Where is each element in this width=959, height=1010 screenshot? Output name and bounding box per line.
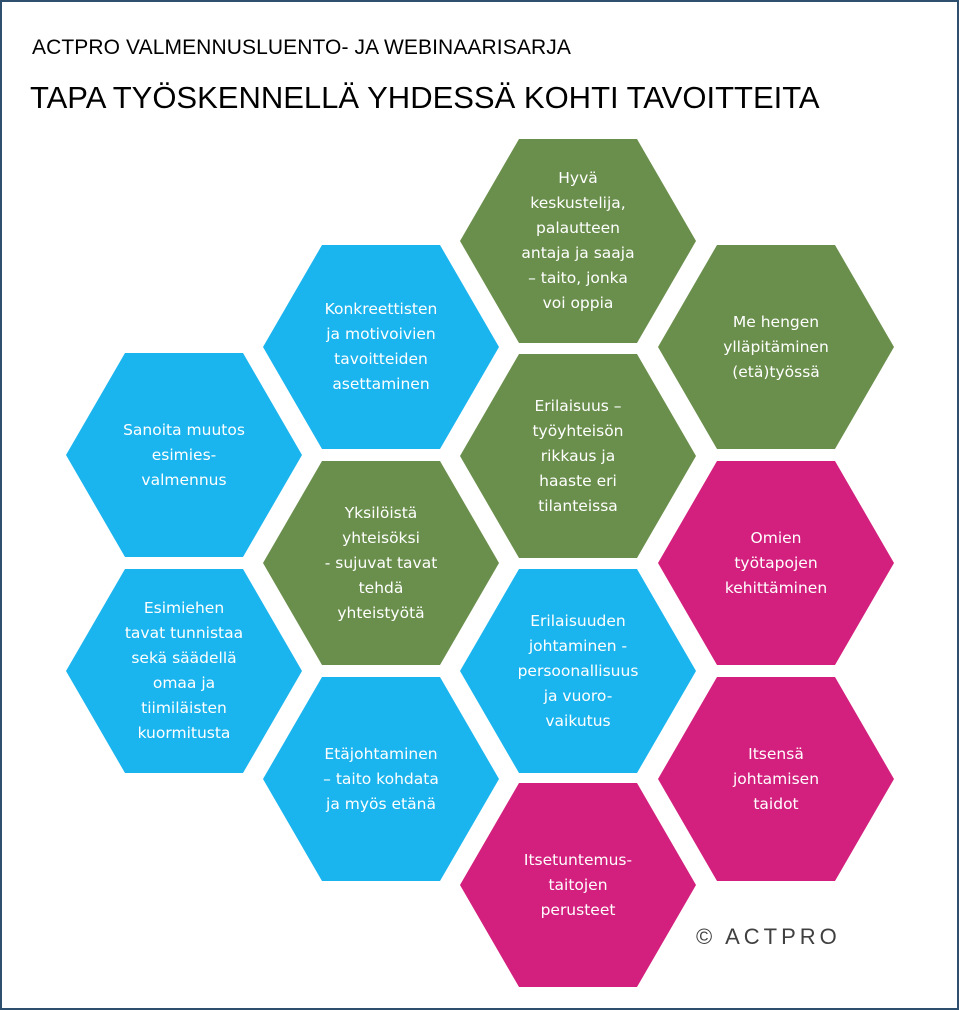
hexagon-me-hengen: Me hengen ylläpitäminen (etä)työssä xyxy=(658,245,894,449)
hexagon-itsensa-johtamisen: Itsensä johtamisen taidot xyxy=(658,677,894,881)
hexagon-etajohtaminen: Etäjohtaminen – taito kohdata ja myös et… xyxy=(263,677,499,881)
hexagon-label: Erilaisuus – työyhteisön rikkaus ja haas… xyxy=(532,396,624,515)
hexagon-label: Me hengen ylläpitäminen (etä)työssä xyxy=(723,312,829,381)
hexagon-yksiloista-yhteisoksi: Yksilöistä yhteisöksi - sujuvat tavat te… xyxy=(263,461,499,665)
hexagon-label: Konkreettisten ja motivoivien tavoitteid… xyxy=(324,300,438,393)
series-subtitle: ACTPRO VALMENNUSLUENTO- JA WEBINAARISARJ… xyxy=(32,36,571,59)
hexagon-itsetuntemus: Itsetuntemus- taitojen perusteet xyxy=(460,783,696,987)
hexagon-label: Esimiehen tavat tunnistaa sekä säädellä … xyxy=(124,599,244,742)
hexagon-hyva-keskustelija: Hyvä keskustelija, palautteen antaja ja … xyxy=(460,139,696,343)
hexagon-label: Itsensä johtamisen taidot xyxy=(732,744,820,813)
page-title: TAPA TYÖSKENNELLÄ YHDESSÄ KOHTI TAVOITTE… xyxy=(30,80,820,115)
hexagon-omien-tyotapojen: Omien työtapojen kehittäminen xyxy=(658,461,894,665)
hexagon-erilaisuus: Erilaisuus – työyhteisön rikkaus ja haas… xyxy=(460,354,696,558)
copyright-label: © ACTPRO xyxy=(696,924,841,949)
hexagon-label: Etäjohtaminen – taito kohdata ja myös et… xyxy=(323,744,439,813)
hexagon-label: Omien työtapojen kehittäminen xyxy=(724,528,828,597)
hexagon-label: Yksilöistä yhteisöksi - sujuvat tavat te… xyxy=(324,503,438,622)
hexagon-sanoita-muutos: Sanoita muutos esimies- valmennus xyxy=(66,353,302,557)
hexagon-esimiehen-tavat: Esimiehen tavat tunnistaa sekä säädellä … xyxy=(66,569,302,773)
hexagon-label: Itsetuntemus- taitojen perusteet xyxy=(523,850,633,919)
hexagon-label: Hyvä keskustelija, palautteen antaja ja … xyxy=(521,169,635,312)
hexagon-label: Erilaisuuden johtaminen - persoonallisuu… xyxy=(517,611,639,730)
hexagon-konkreettisten-tavoitteiden: Konkreettisten ja motivoivien tavoitteid… xyxy=(263,245,499,449)
hexagon-erilaisuuden-johtaminen: Erilaisuuden johtaminen - persoonallisuu… xyxy=(460,569,696,773)
hexagon-label: Sanoita muutos esimies- valmennus xyxy=(123,420,245,489)
